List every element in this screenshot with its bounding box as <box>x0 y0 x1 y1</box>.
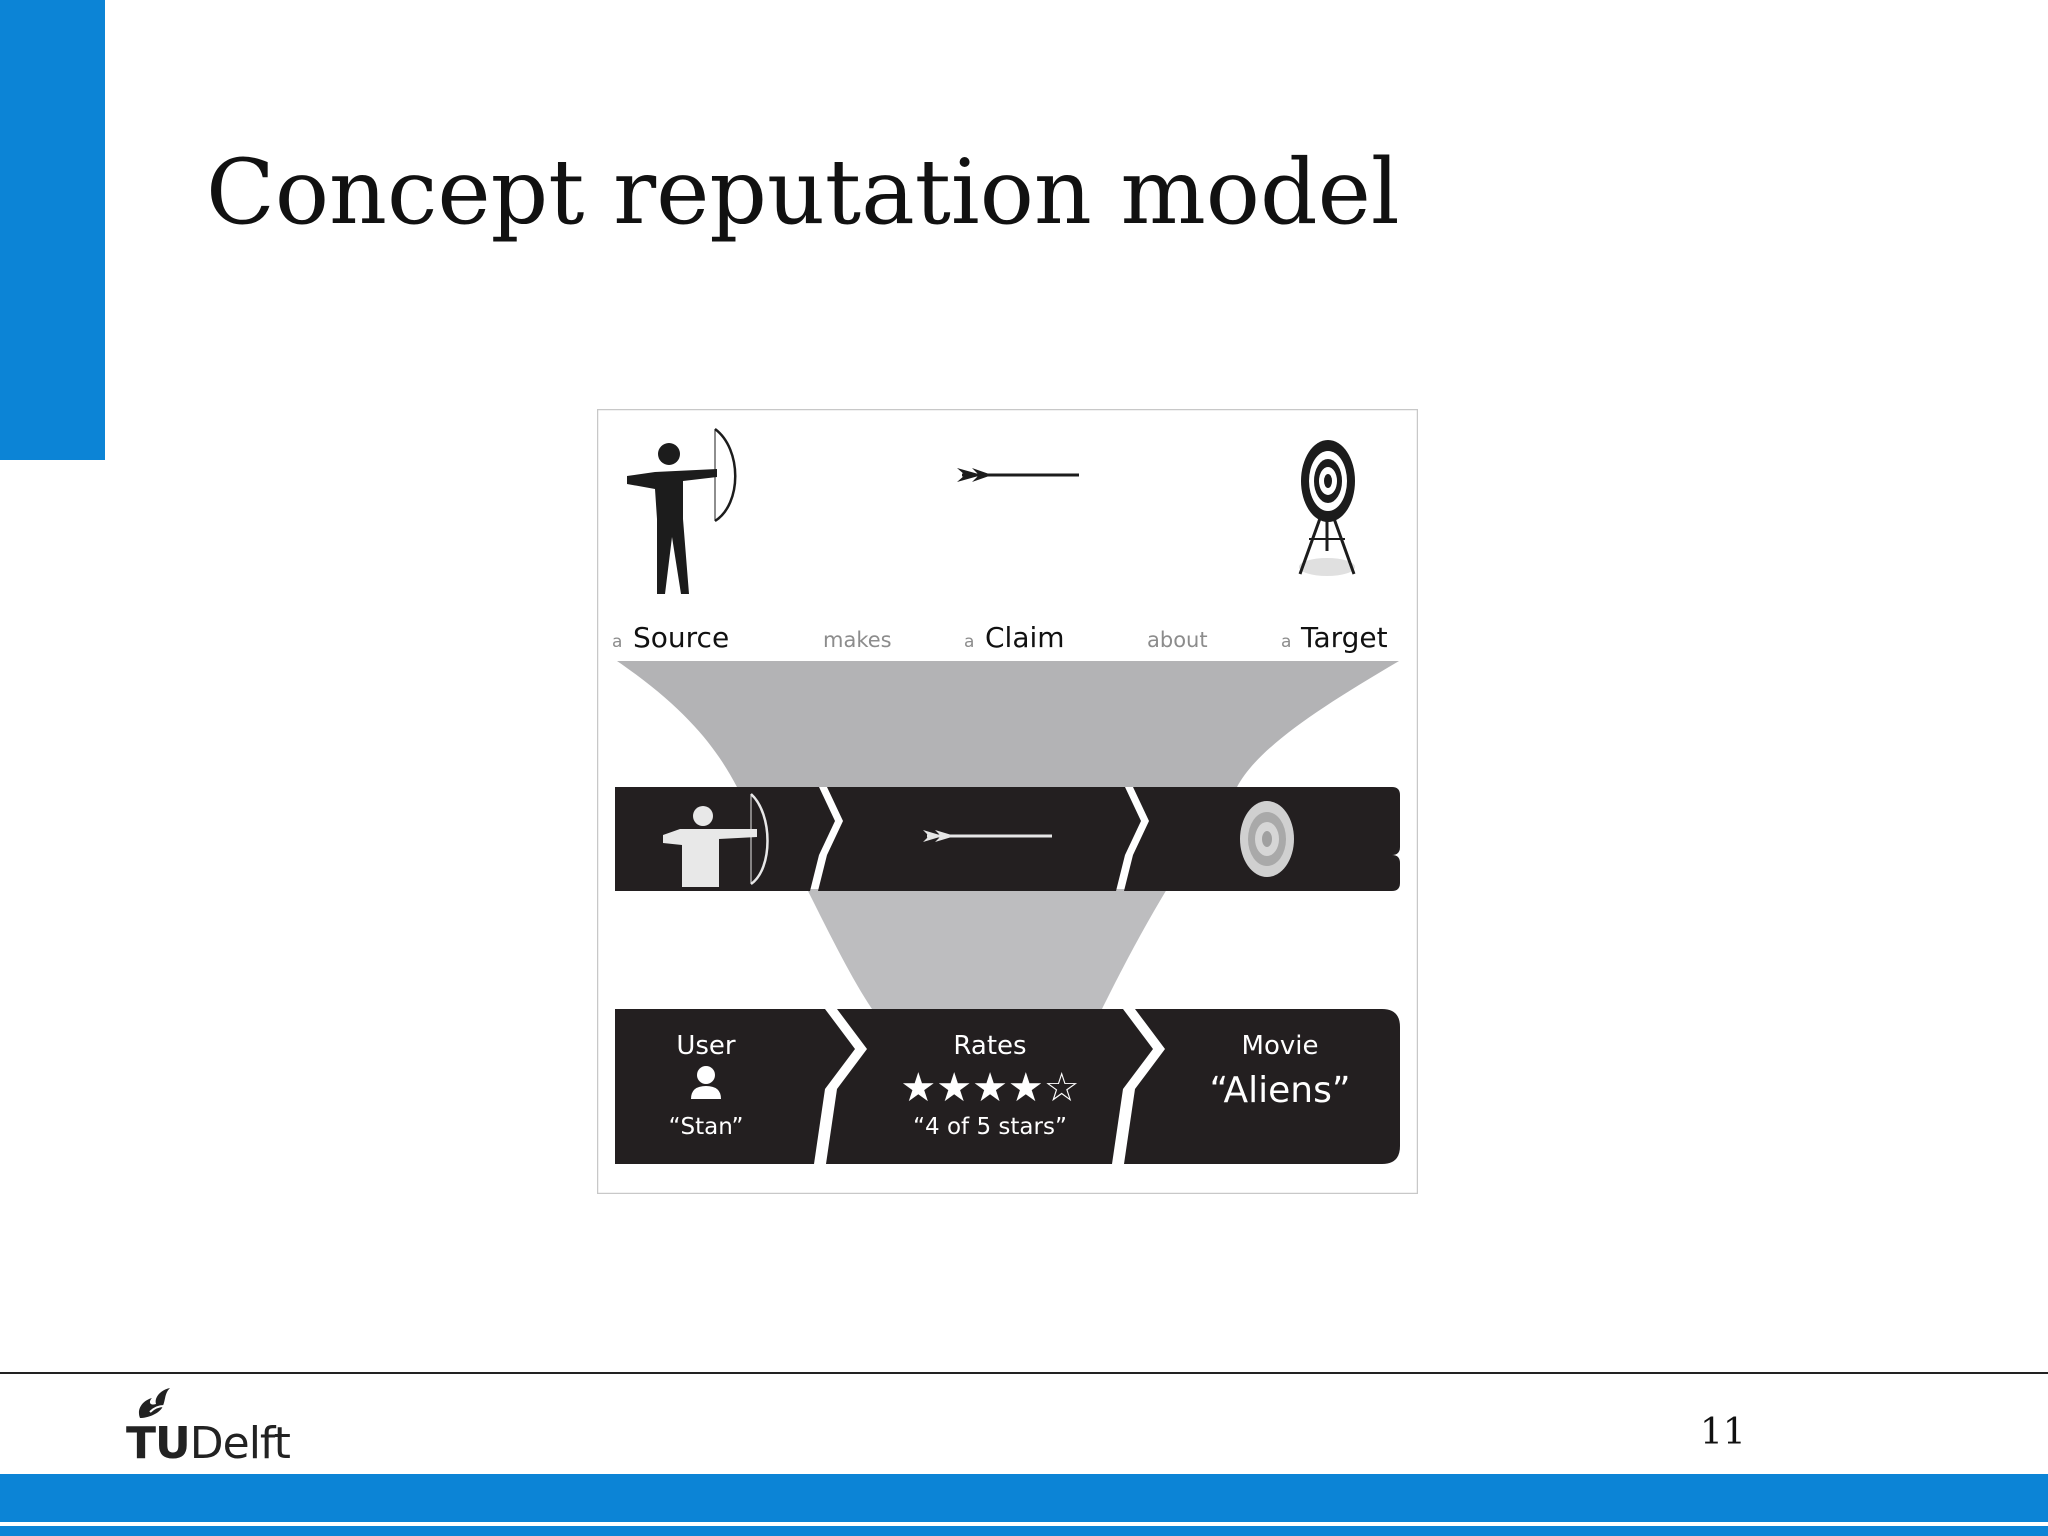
source-label: Source <box>633 621 729 654</box>
footer-divider <box>0 1372 2048 1374</box>
source-article: a <box>612 632 622 652</box>
user-label: User <box>676 1031 736 1061</box>
user-icon <box>691 1066 721 1099</box>
target-label: Target <box>1300 621 1388 654</box>
star-rating-icon: ★★★★☆ <box>900 1065 1079 1111</box>
about-label: about <box>1147 628 1208 652</box>
tu-delft-logo: TUDelft <box>126 1382 346 1469</box>
target-icon <box>1240 801 1294 877</box>
arrow-icon <box>957 468 1079 482</box>
movie-name: “Aliens” <box>1209 1070 1350 1111</box>
logo-delft: Delft <box>189 1418 291 1469</box>
archer-icon <box>627 427 737 594</box>
page-number: 11 <box>1700 1412 1746 1453</box>
claim-label: Claim <box>985 621 1065 654</box>
footer-stripe <box>0 1526 2048 1536</box>
claim-article: a <box>964 632 974 652</box>
rating-text: “4 of 5 stars” <box>913 1114 1067 1140</box>
archer-icon <box>663 793 769 887</box>
user-name: “Stan” <box>669 1114 744 1140</box>
funnel-bottom <box>807 889 1167 1009</box>
funnel-top <box>617 661 1399 787</box>
diagram-canvas: a Source makes a Claim about a Target <box>597 409 1418 1194</box>
target-article: a <box>1281 632 1291 652</box>
target-icon <box>1298 440 1356 576</box>
concept-diagram: a Source makes a Claim about a Target <box>597 409 1418 1194</box>
rates-label: Rates <box>953 1031 1026 1061</box>
flame-icon <box>138 1388 170 1418</box>
arrow-icon <box>923 830 1052 842</box>
accent-side-bar <box>0 0 105 460</box>
example-band <box>615 1009 1400 1164</box>
movie-label: Movie <box>1242 1031 1319 1061</box>
footer-band <box>0 1474 2048 1522</box>
makes-label: makes <box>823 628 892 652</box>
logo-wordmark: TUDelft <box>126 1418 291 1469</box>
slide-title: Concept reputation model <box>206 140 1400 245</box>
logo-tu: TU <box>126 1418 191 1469</box>
